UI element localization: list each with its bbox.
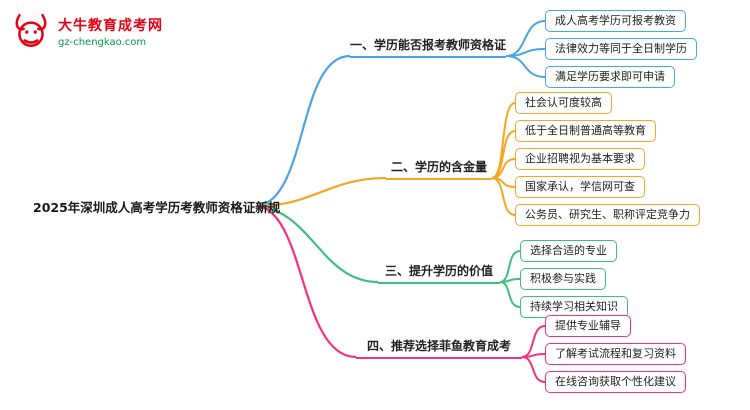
connector-root-branch3 (257, 204, 379, 284)
branch-node-4: 四、推荐选择菲鱼教育成考 (356, 337, 522, 359)
child-node-3-1: 选择合适的专业 (520, 240, 617, 262)
child-node-2-4: 国家承认，学信网可查 (515, 176, 645, 198)
child-node-2-1: 社会认可度较高 (515, 92, 612, 114)
child-node-4-3: 在线咨询获取个性化建议 (545, 371, 686, 393)
child-node-2-3: 企业招聘视为基本要求 (515, 148, 645, 170)
child-node-3-2: 积极参与实践 (520, 268, 606, 290)
site-url: gz-chengkao.com (58, 36, 147, 48)
connector-root-branch2 (257, 176, 387, 208)
site-logo-text: 大牛教育成考网 gz-chengkao.com (58, 15, 163, 48)
connector-branch1-child1 (505, 20, 546, 57)
child-node-1-1: 成人高考学历可报考教资 (545, 10, 686, 32)
connector-root-branch1 (257, 54, 351, 208)
site-logo: 大牛教育成考网 gz-chengkao.com (10, 10, 163, 52)
connector-branch4-child3 (521, 356, 546, 383)
child-node-1-3: 满足学历要求即可申请 (545, 66, 675, 88)
connector-root-branch4 (257, 204, 357, 359)
child-node-1-2: 法律效力等同于全日制学历 (545, 38, 697, 60)
branch-node-1: 一、学历能否报考教师资格证 (350, 36, 506, 58)
connector-branch4-child1 (521, 325, 546, 358)
site-name: 大牛教育成考网 (58, 17, 163, 34)
connector-branch2-child5 (491, 177, 516, 216)
connector-branch1-child2 (505, 48, 546, 57)
branch-node-3: 三、提升学历的价值 (378, 262, 500, 284)
child-node-4-1: 提供专业辅导 (545, 315, 631, 337)
child-node-4-2: 了解考试流程和复习资料 (545, 343, 686, 365)
child-node-2-2: 低于全日制普通高等教育 (515, 120, 656, 142)
connector-branch3-child1 (499, 250, 521, 283)
mindmap-root-node: 2025年深圳成人高考学历考教师资格证新规 (33, 200, 281, 215)
branch-node-2: 二、学历的含金量 (386, 158, 492, 180)
connector-branch3-child3 (499, 281, 521, 308)
bull-icon (15, 13, 47, 47)
connector-branch1-child3 (505, 55, 546, 78)
child-node-2-5: 公务员、研究生、职称评定竞争力 (515, 204, 700, 226)
